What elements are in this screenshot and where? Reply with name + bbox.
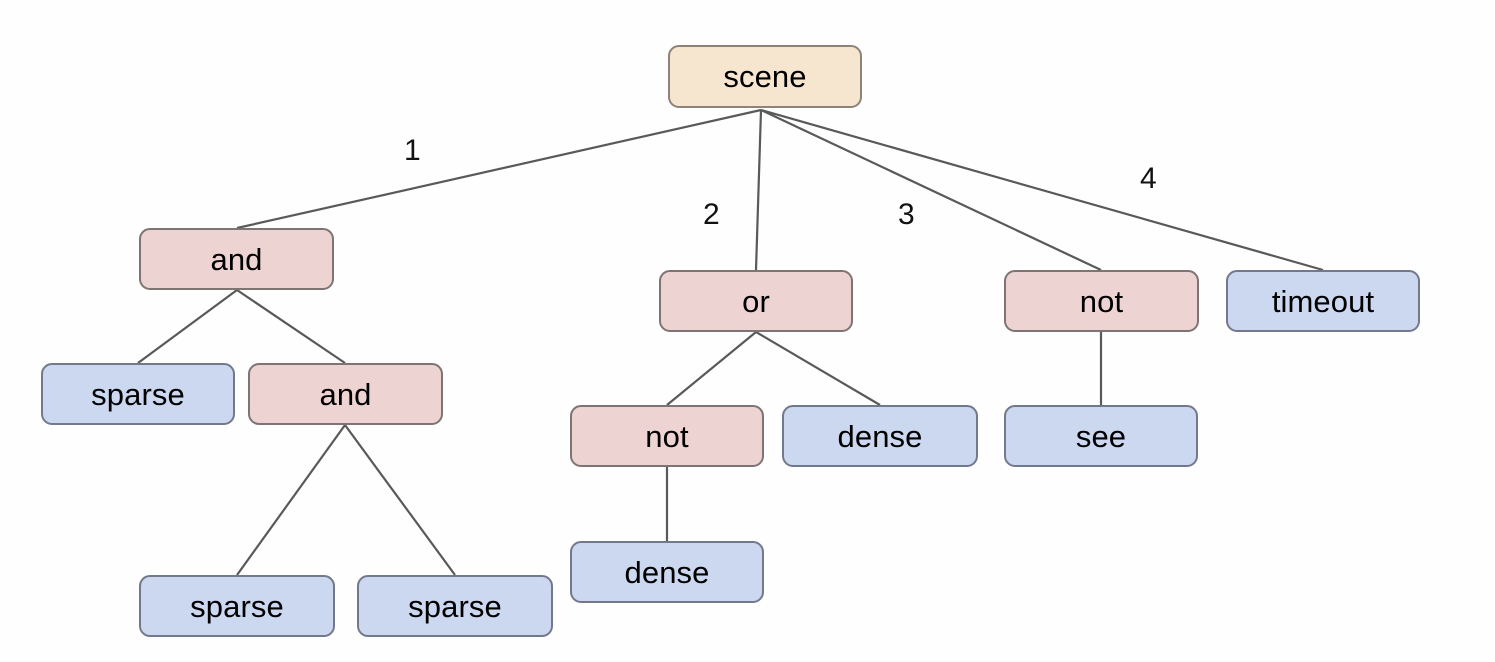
edge-order-label-2: 2 xyxy=(703,198,720,231)
tree-node-label: dense xyxy=(624,554,710,590)
tree-node-and1[interactable]: and xyxy=(139,228,334,290)
tree-edge xyxy=(344,424,456,576)
tree-edge xyxy=(760,109,1102,271)
edge-order-label-1: 1 xyxy=(404,134,421,167)
tree-node-label: not xyxy=(1079,283,1124,319)
tree-node-not2[interactable]: not xyxy=(570,405,764,467)
tree-node-label: not xyxy=(645,418,689,454)
tree-node-sparse2[interactable]: sparse xyxy=(139,575,335,637)
edge-order-label-4: 4 xyxy=(1140,162,1157,195)
tree-node-or1[interactable]: or xyxy=(659,270,853,332)
tree-node-scene[interactable]: scene xyxy=(668,45,862,108)
tree-node-dense2[interactable]: dense xyxy=(570,541,764,603)
tree-node-label: sparse xyxy=(408,588,502,624)
tree-node-label: sparse xyxy=(91,376,185,412)
tree-node-label: or xyxy=(742,283,770,319)
tree-node-label: sparse xyxy=(190,588,284,624)
tree-node-sparse1[interactable]: sparse xyxy=(41,363,235,425)
tree-node-not1[interactable]: not xyxy=(1004,270,1199,332)
tree-edge xyxy=(755,331,881,406)
tree-edge xyxy=(236,289,346,364)
tree-edge xyxy=(137,289,238,364)
tree-node-label: scene xyxy=(723,59,807,94)
tree-edge xyxy=(754,109,763,271)
tree-node-dense1[interactable]: dense xyxy=(782,405,978,467)
tree-node-label: timeout xyxy=(1271,283,1375,319)
edge-order-label-3: 3 xyxy=(898,198,915,231)
tree-edge xyxy=(236,108,762,230)
tree-edge xyxy=(760,108,1324,272)
tree-edge xyxy=(666,331,757,406)
tree-node-and2[interactable]: and xyxy=(248,363,443,425)
tree-node-label: and xyxy=(319,376,372,412)
tree-node-timeout1[interactable]: timeout xyxy=(1226,270,1420,332)
tree-node-label: and xyxy=(210,241,263,277)
tree-node-label: dense xyxy=(837,418,923,454)
tree-node-label: see xyxy=(1075,418,1127,454)
tree-edge xyxy=(236,424,346,576)
tree-node-sparse3[interactable]: sparse xyxy=(357,575,553,637)
tree-node-see1[interactable]: see xyxy=(1004,405,1198,467)
